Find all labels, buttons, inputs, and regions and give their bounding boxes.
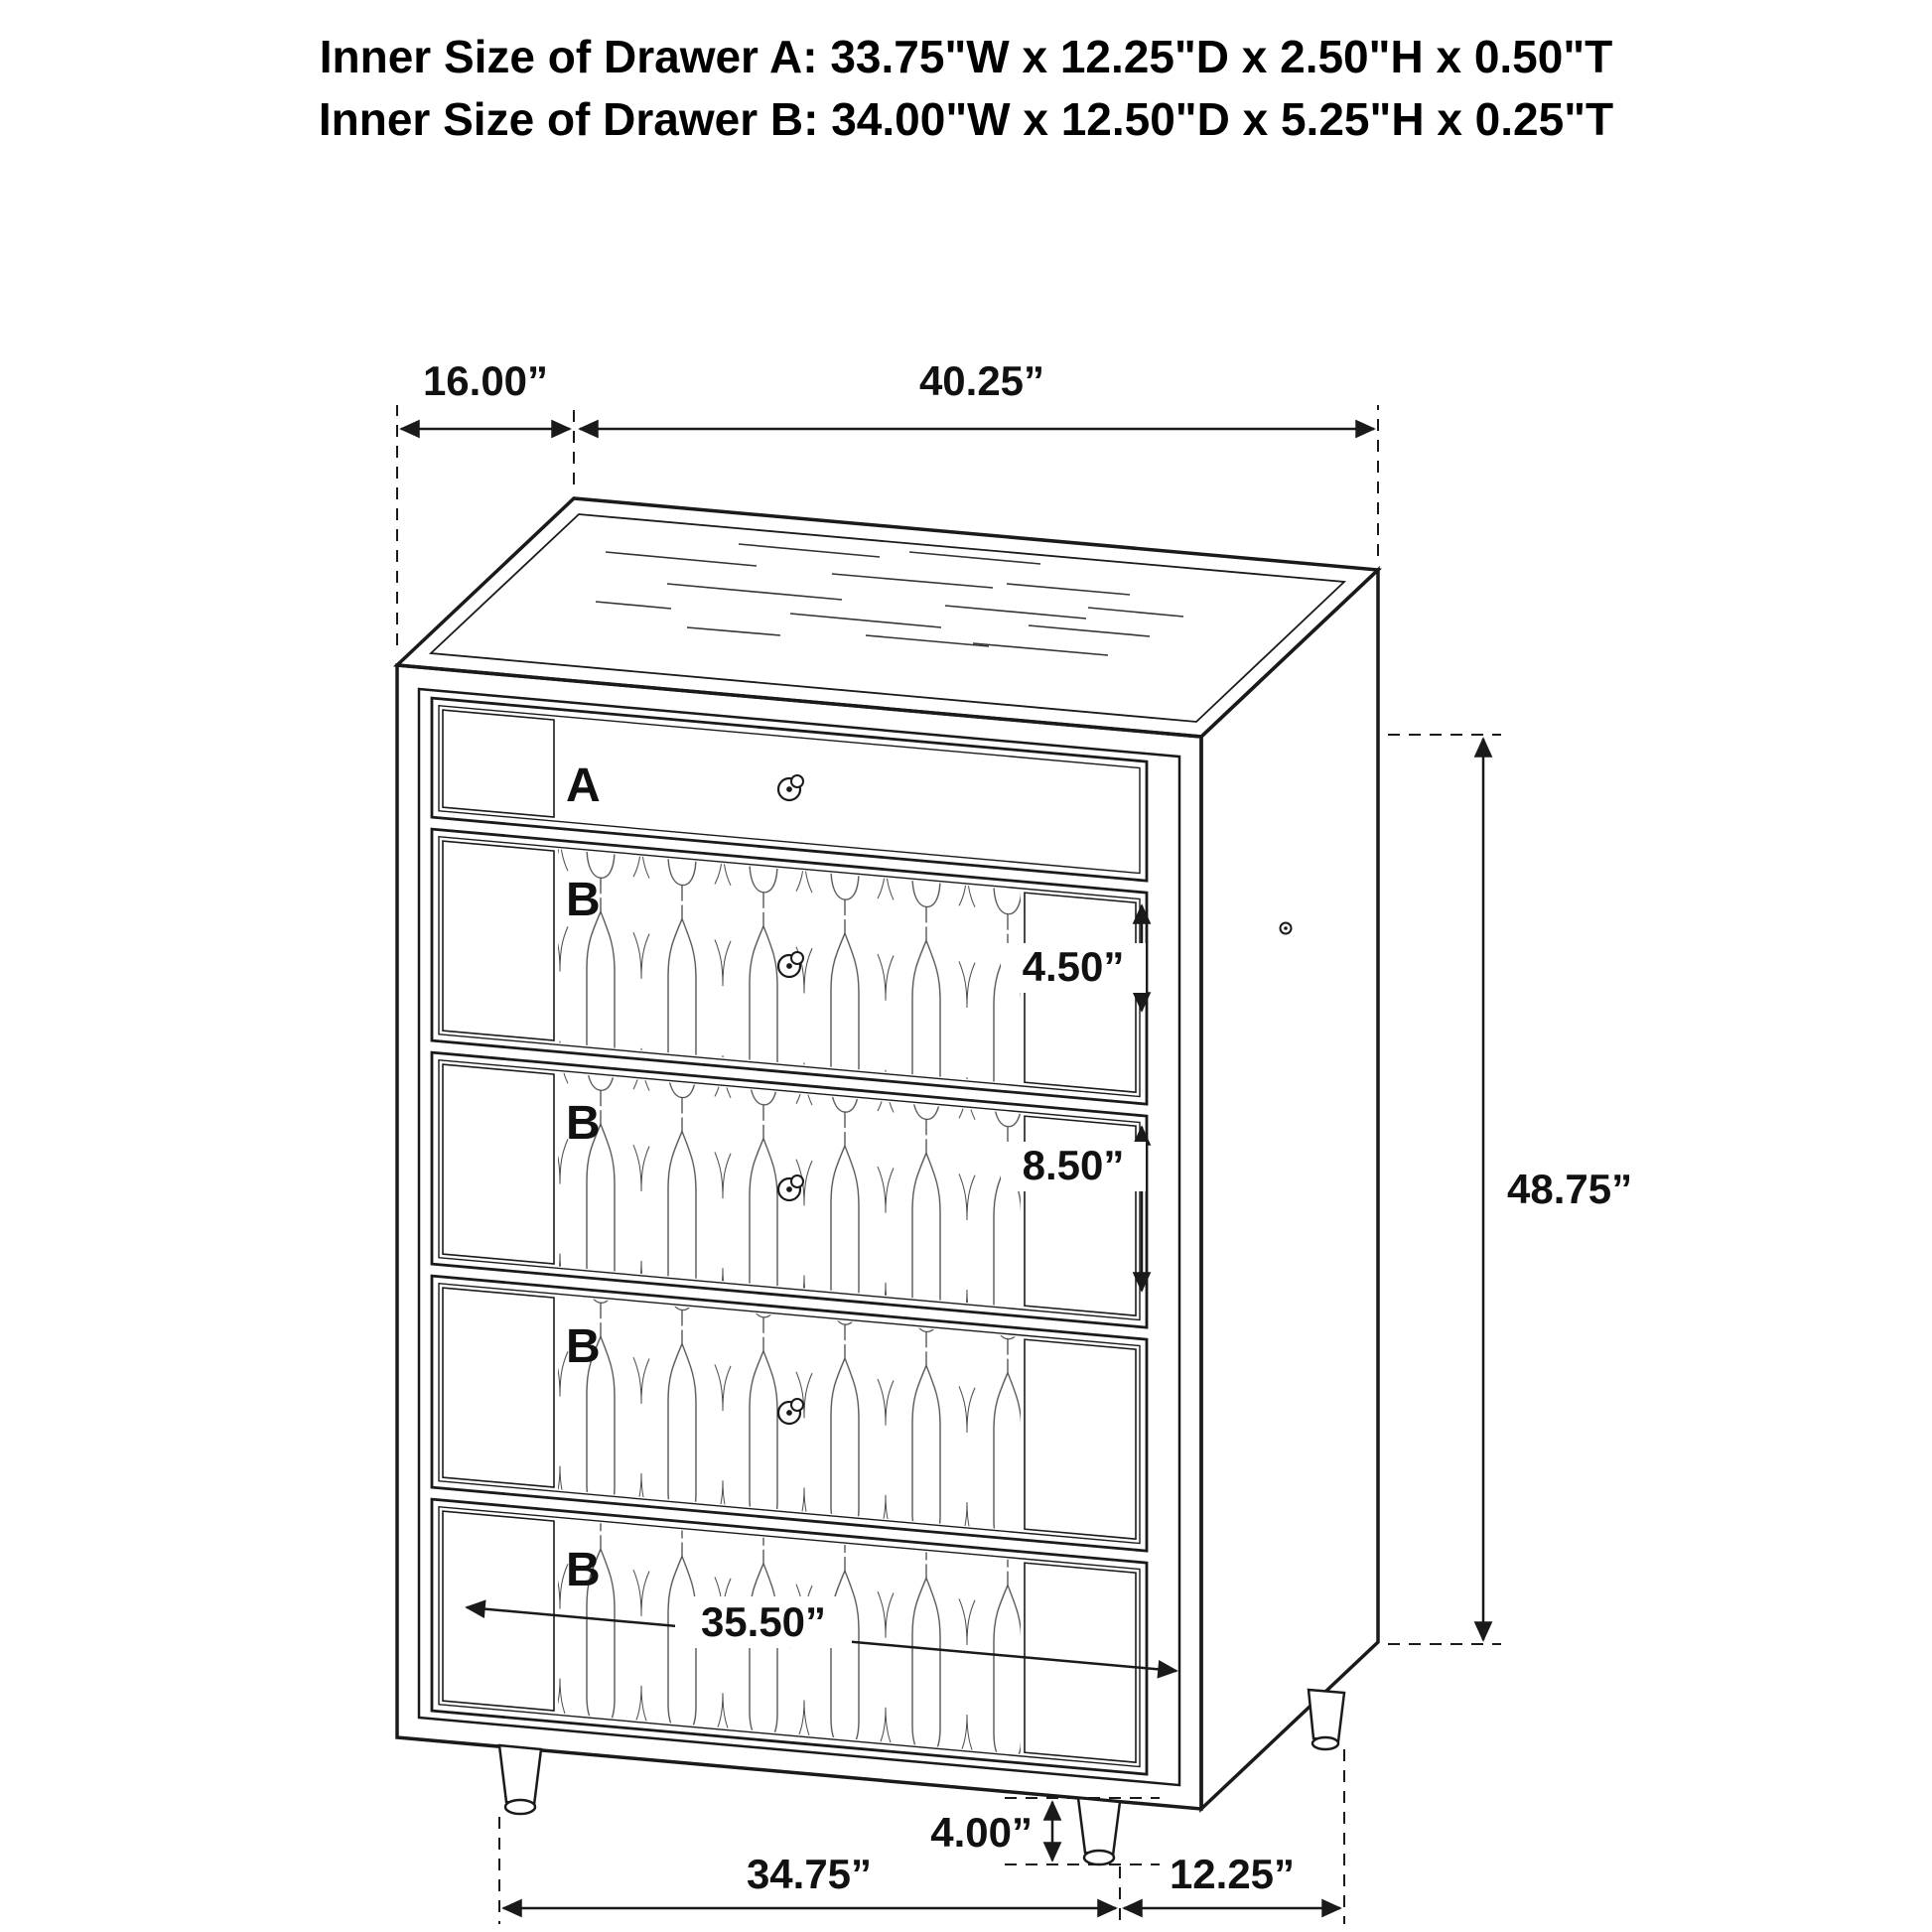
drawer-letter-b3: B bbox=[566, 1320, 601, 1373]
drawer-letter-a: A bbox=[566, 759, 601, 812]
top-width-label: 40.25” bbox=[919, 357, 1044, 404]
side-peg-hole-dot bbox=[1284, 926, 1288, 930]
lattice-panel-left bbox=[442, 709, 555, 818]
front-right-leg bbox=[1076, 1796, 1122, 1866]
label-backdrop bbox=[675, 1596, 852, 1648]
knob-drawer-b1 bbox=[776, 951, 804, 979]
label-backdrop bbox=[1001, 943, 1146, 993]
cabinet-front-face bbox=[395, 663, 1203, 1811]
side-peg-hole bbox=[1279, 921, 1293, 935]
label-backdrop bbox=[1001, 1142, 1146, 1191]
lattice-panel-left bbox=[442, 1063, 555, 1265]
drawer-b-height-dimension: 8.50” bbox=[1001, 1125, 1152, 1293]
base-width-label: 34.75” bbox=[747, 1851, 872, 1897]
drawer-inner-width-dimension: 35.50” bbox=[465, 1596, 1178, 1679]
legs bbox=[497, 1688, 1346, 1866]
drawer-letter-b4: B bbox=[566, 1544, 601, 1596]
front-frame-line bbox=[417, 687, 1181, 1787]
base-dimensions: 34.75” 12.25” bbox=[498, 1749, 1345, 1924]
top-dimension-group: 16.00” 40.25” bbox=[396, 357, 1379, 645]
drawer-letter-b1: B bbox=[566, 874, 601, 926]
drawer-letter-b2: B bbox=[566, 1097, 601, 1150]
top-depth-label: 16.00” bbox=[423, 357, 548, 404]
overall-height-dimension: 48.75” bbox=[1388, 734, 1632, 1645]
leg-height-dimension: 4.00” bbox=[930, 1797, 1160, 1865]
knob-drawer-b2 bbox=[776, 1174, 804, 1202]
drawer-inner-width-label: 35.50” bbox=[701, 1598, 826, 1645]
lattice-panel-right bbox=[1024, 1338, 1137, 1541]
drawer-b-height-label: 8.50” bbox=[1023, 1142, 1125, 1188]
drawer-letter-labels: A B B B B bbox=[566, 759, 601, 1596]
cabinet-top-inner-line bbox=[428, 513, 1347, 723]
lattice-panel-left bbox=[442, 840, 555, 1041]
lattice-panel-left bbox=[442, 1287, 555, 1488]
title-line-1: Inner Size of Drawer A: 33.75"W x 12.25"… bbox=[319, 31, 1613, 82]
leg-height-label: 4.00” bbox=[930, 1809, 1033, 1856]
knob-drawer-a bbox=[776, 774, 804, 802]
front-left-leg bbox=[497, 1743, 543, 1816]
wood-grain-marks bbox=[595, 543, 1184, 656]
base-depth-label: 12.25” bbox=[1170, 1851, 1295, 1897]
drawer-a-height-label: 4.50” bbox=[1023, 943, 1125, 990]
title-line-2: Inner Size of Drawer B: 34.00"W x 12.50"… bbox=[318, 93, 1614, 146]
drawer-size-note: Inner Size of Drawer A: 33.75"W x 12.25"… bbox=[0, 26, 1932, 152]
back-right-leg bbox=[1307, 1688, 1346, 1751]
drawer-a bbox=[430, 696, 1149, 883]
overall-height-label: 48.75” bbox=[1507, 1166, 1632, 1212]
knob-drawer-b3 bbox=[776, 1398, 804, 1426]
cabinet bbox=[392, 496, 1383, 1866]
cabinet-side-face bbox=[1199, 565, 1380, 1814]
drawer-a-height-dimension: 4.50” bbox=[1001, 903, 1152, 1013]
